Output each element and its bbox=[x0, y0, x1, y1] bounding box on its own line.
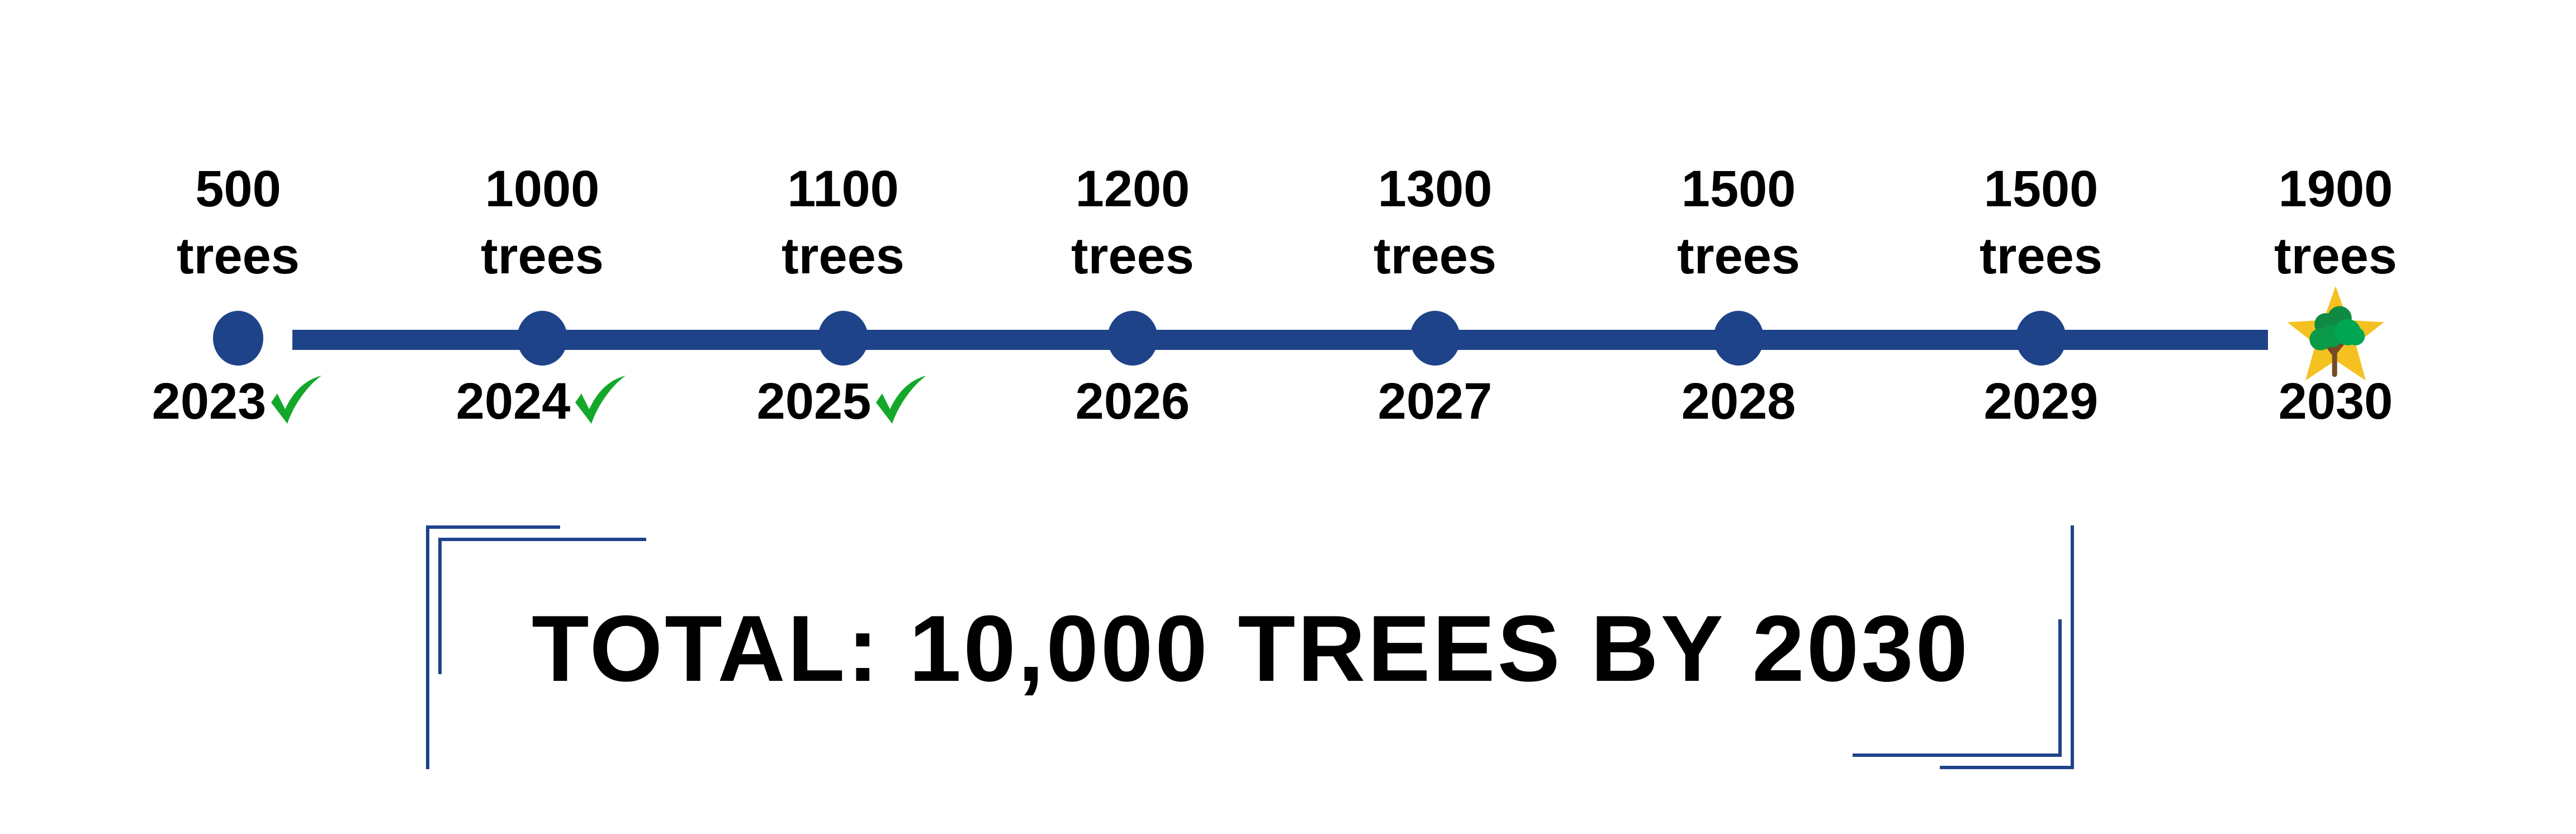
timeline-dot bbox=[1713, 311, 1764, 366]
milestone-year: 2027 bbox=[1377, 373, 1493, 430]
milestone-year: 2023 bbox=[70, 371, 406, 432]
checkmark-icon bbox=[876, 375, 927, 424]
timeline-dot bbox=[2016, 311, 2066, 366]
total-goal-text: TOTAL: 10,000 TREES BY 2030 bbox=[531, 596, 1971, 701]
milestone-year: 2026 bbox=[1075, 373, 1190, 430]
milestone-year: 2025 bbox=[675, 371, 1011, 432]
milestone-year: 2029 bbox=[1983, 373, 2099, 430]
timeline-line bbox=[292, 330, 2268, 350]
milestone-year: 2030 bbox=[2278, 373, 2393, 430]
milestone-year: 2028 bbox=[1681, 373, 1796, 430]
timeline-dot bbox=[818, 311, 868, 366]
star-tree-icon bbox=[2287, 286, 2384, 381]
checkmark-icon bbox=[575, 375, 626, 424]
milestone-year: 2024 bbox=[375, 371, 710, 432]
timeline-dot bbox=[1107, 311, 1158, 366]
checkmark-icon bbox=[271, 375, 322, 424]
timeline-dot bbox=[517, 311, 567, 366]
timeline-dot bbox=[1410, 311, 1460, 366]
timeline-dot bbox=[213, 311, 263, 366]
